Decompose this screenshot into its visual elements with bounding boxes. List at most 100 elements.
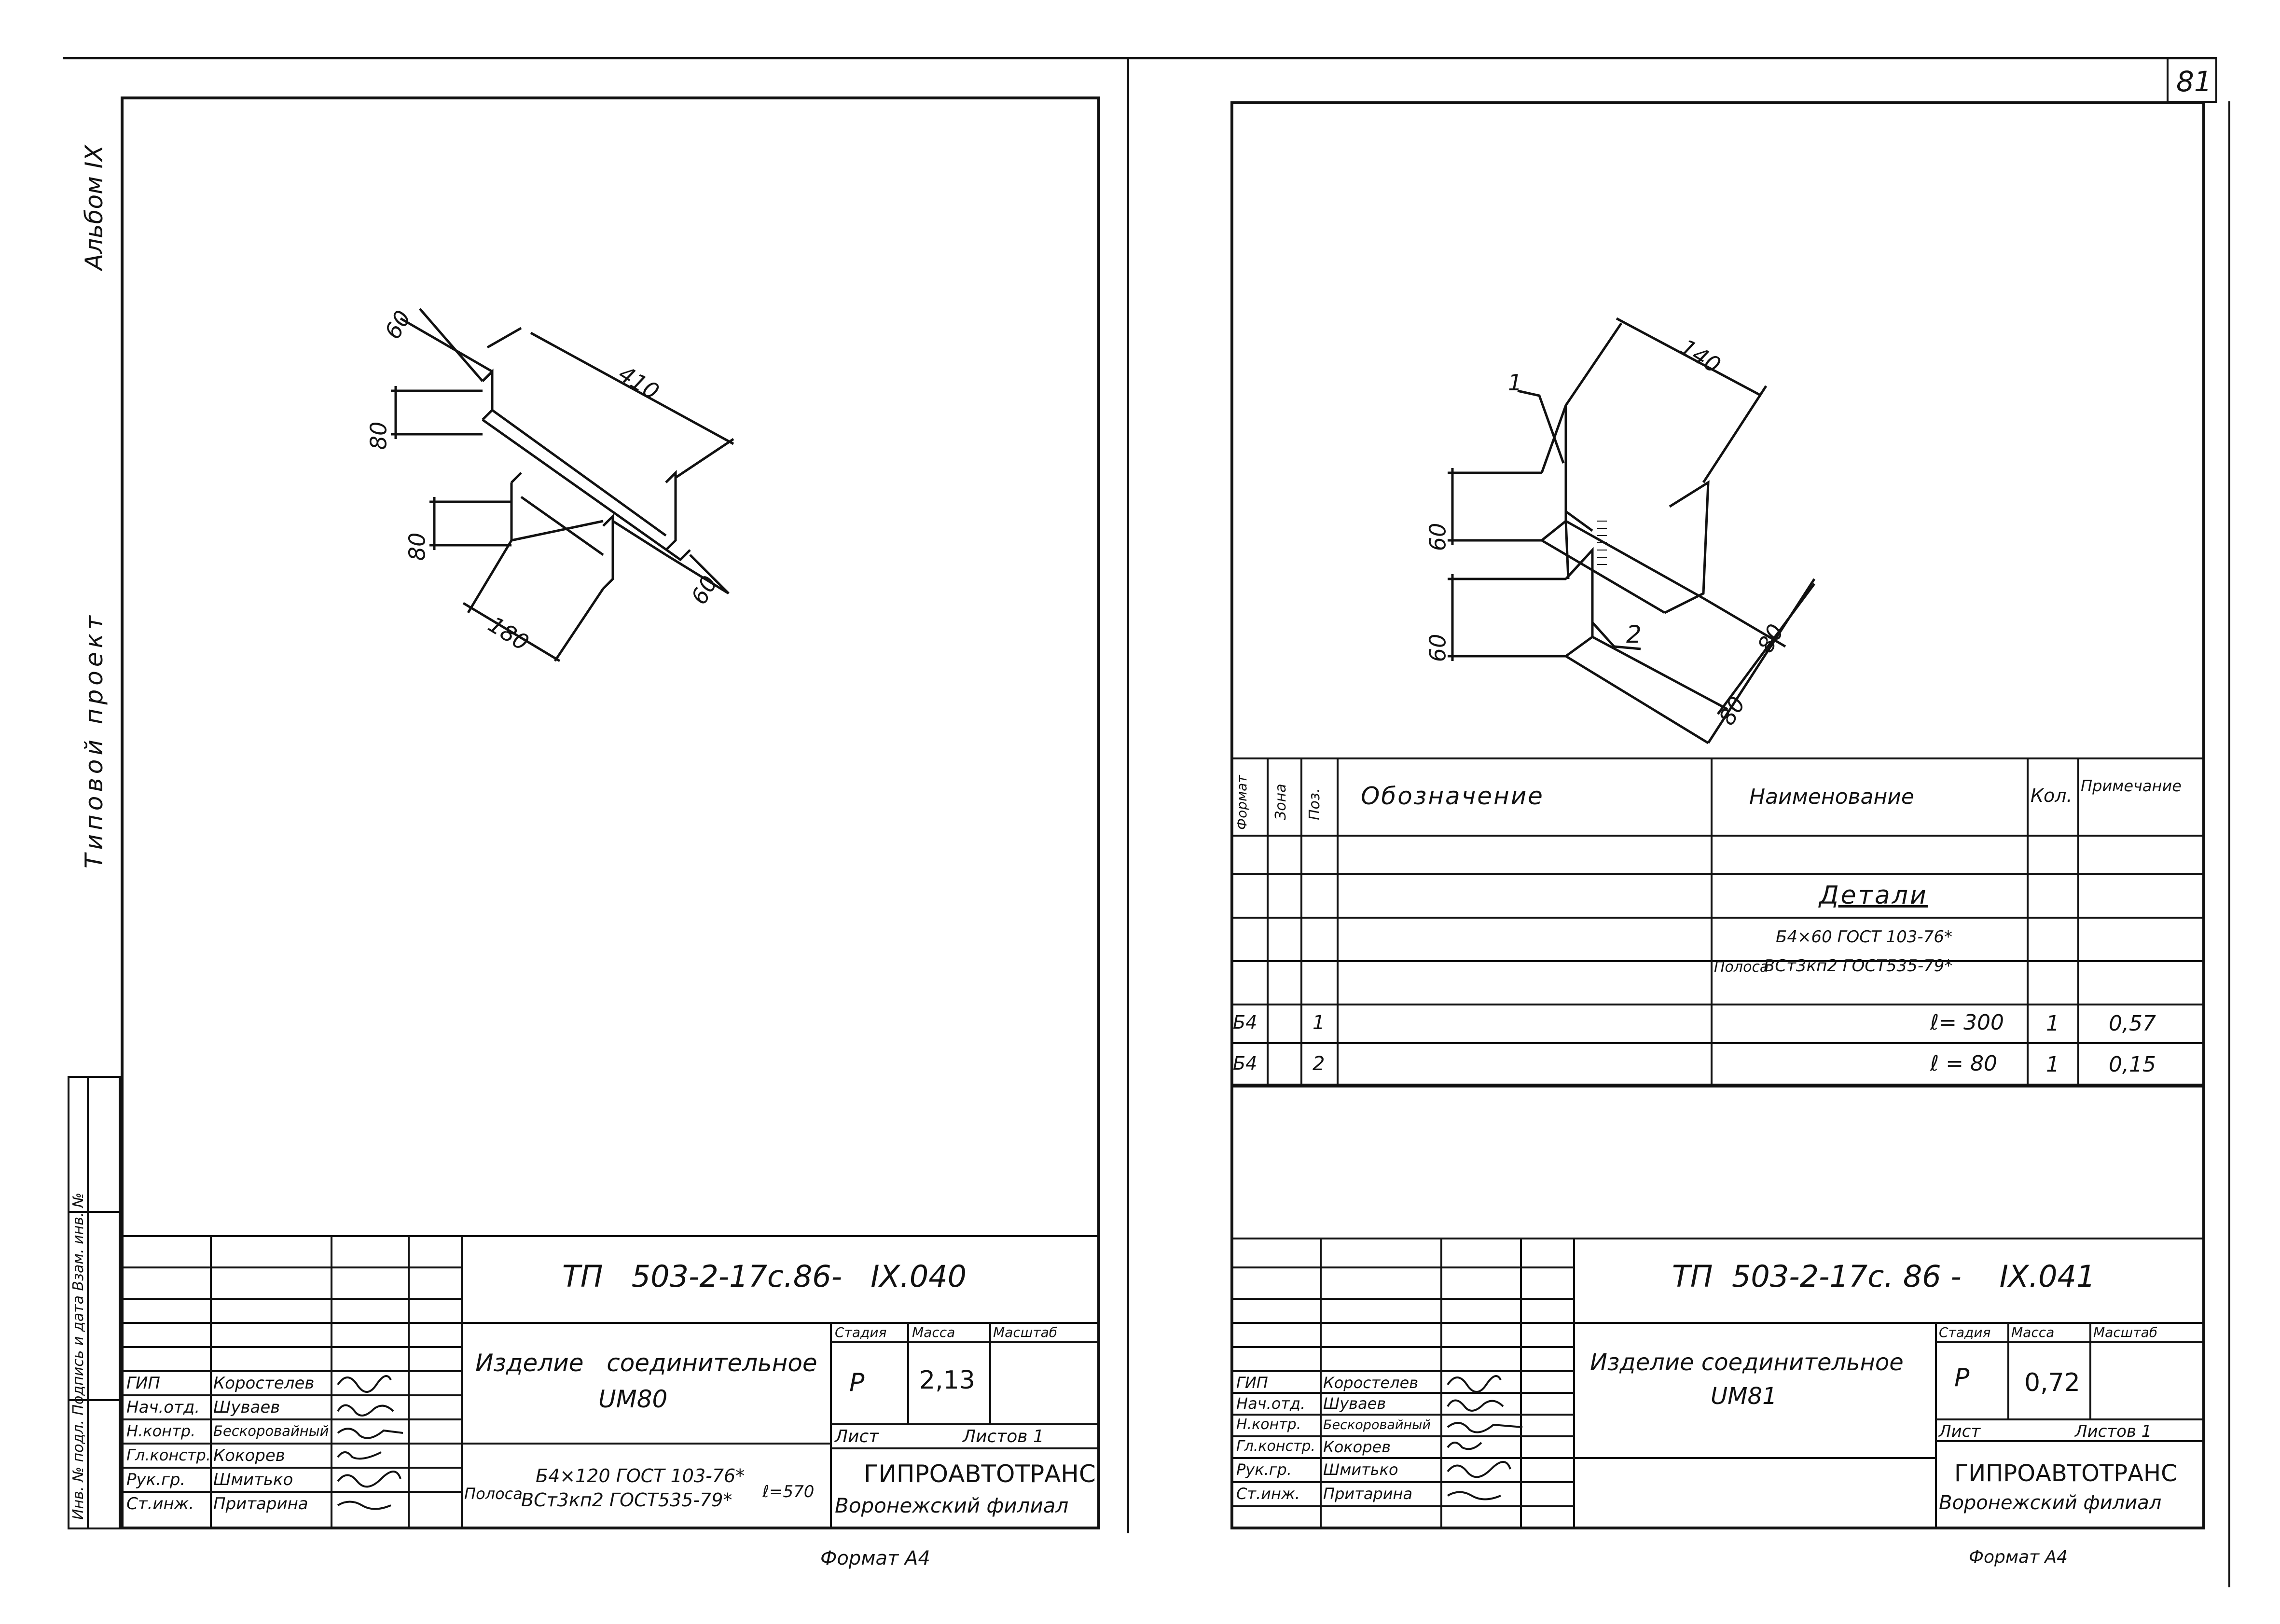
left-stage: Р [849, 1368, 865, 1397]
callout-1: 1 [1508, 370, 1522, 396]
spec-row2-pos: 2 [1313, 1053, 1325, 1075]
tb-col [2007, 1322, 2009, 1418]
tb-col [989, 1322, 991, 1423]
tb-row [121, 1394, 461, 1396]
tb-col [2089, 1322, 2091, 1418]
right-staff-role: Нач.отд. [1236, 1394, 1306, 1413]
tb-row [1230, 1322, 2205, 1324]
right-stage-label: Стадия [1939, 1324, 1991, 1340]
spec-header-designation: Обозначение [1361, 782, 1544, 810]
left-title-block [121, 1235, 1100, 1529]
tb-row [1230, 1346, 1573, 1348]
right-format: Формат А4 [1969, 1547, 2068, 1567]
left-sheet-label: Лист [835, 1427, 879, 1446]
tb-row [1935, 1418, 2205, 1420]
left-branch: Воронежский филиал [835, 1494, 1069, 1517]
left-staff-role: Гл.констр. [126, 1446, 211, 1464]
right-org: ГИПРОАВТОТРАНС [1954, 1460, 2177, 1487]
tb-col [210, 1235, 212, 1529]
right-staff-role: Ст.инж. [1236, 1485, 1300, 1503]
spec-material-prefix: Полоса [1714, 959, 1769, 976]
tb-row [1573, 1457, 1935, 1459]
left-staff-role: Рук.гр. [126, 1470, 186, 1489]
right-sheets-label: Листов 1 [2075, 1422, 2152, 1441]
tb-row [1230, 1370, 1573, 1372]
spine-stamp-box [68, 1076, 121, 1529]
tb-row [121, 1418, 461, 1420]
right-staff-name: Шмитько [1323, 1460, 1398, 1479]
spec-row1-note: 0,57 [2109, 1011, 2156, 1036]
tb-col [1573, 1238, 1575, 1529]
left-sheets-label: Листов 1 [963, 1427, 1044, 1446]
left-designation: ТП 503-2-17с.86- IX.040 [562, 1259, 967, 1294]
spec-material-bottom: ВСт3кп2 ГОСТ535-79* [1764, 956, 1953, 976]
right-designation: ТП 503-2-17с. 86 - IX.041 [1672, 1259, 2096, 1294]
spec-header-bottom [1230, 835, 2205, 837]
tb-row [1230, 1414, 1573, 1416]
left-material-prefix: Полоса [464, 1485, 523, 1503]
spec-material-top: Б4×60 ГОСТ 103-76* [1776, 927, 1952, 947]
tb-row [121, 1298, 461, 1300]
left-staff-name: Коростелев [213, 1374, 315, 1393]
tb-row [1230, 1457, 1573, 1459]
tb-col [461, 1235, 463, 1529]
spec-col-format [1267, 757, 1269, 1086]
tb-row [461, 1322, 1100, 1324]
tb-row [121, 1346, 461, 1348]
left-staff-role: Ст.инж. [126, 1494, 194, 1514]
left-stage-label: Стадия [835, 1324, 887, 1340]
tb-row [1935, 1440, 2205, 1442]
tb-row [1935, 1341, 2205, 1343]
left-staff-role: Н.контр. [126, 1422, 196, 1440]
left-title-line1: Изделие соединительное [475, 1349, 817, 1377]
spine-stamp-row [68, 1399, 121, 1401]
tb-col [1520, 1238, 1522, 1529]
right-staff-role: Рук.гр. [1236, 1460, 1292, 1479]
tb-row [461, 1443, 830, 1445]
tb-col [830, 1322, 832, 1529]
spec-col-pos [1337, 757, 1339, 1086]
spec-row1-format: Б4 [1233, 1012, 1257, 1033]
spec-row2-note: 0,15 [2109, 1052, 2156, 1077]
tb-row [1230, 1435, 1573, 1437]
center-fold-line [1127, 57, 1129, 1533]
left-mass: 2,13 [919, 1366, 975, 1395]
spec-row2-name: ℓ = 80 [1930, 1051, 1998, 1076]
tb-row [830, 1423, 1100, 1425]
tb-row [1230, 1298, 1573, 1300]
right-title-line2: UM81 [1711, 1383, 1777, 1410]
right-scale-label: Масштаб [2093, 1324, 2158, 1340]
left-staff-name: Притарина [213, 1494, 308, 1514]
tb-row [830, 1341, 1100, 1343]
left-mass-label: Масса [912, 1324, 955, 1340]
page-number: 81 [2176, 65, 2212, 98]
spec-col-name [2027, 757, 2029, 1086]
spec-table [1230, 757, 2205, 1086]
spec-row2-qty: 1 [2046, 1052, 2059, 1077]
spec-row [1230, 960, 2205, 962]
spec-row1-name: ℓ= 300 [1930, 1010, 2004, 1035]
left-staff-name: Бескоровайный [213, 1423, 329, 1439]
spec-row [1230, 1004, 2205, 1005]
right-staff-name: Притарина [1323, 1485, 1413, 1503]
tb-col [408, 1235, 410, 1529]
tb-row [1230, 1392, 1573, 1394]
spec-header-qty: Кол. [2031, 785, 2073, 806]
spec-row1-qty: 1 [2046, 1011, 2059, 1036]
spec-row2-format: Б4 [1233, 1053, 1257, 1074]
right-staff-role: ГИП [1236, 1374, 1268, 1392]
tb-row [830, 1447, 1100, 1449]
right-staff-name: Коростелев [1323, 1374, 1419, 1392]
spec-row [1230, 873, 2205, 875]
right-branch: Воронежский филиал [1939, 1492, 2162, 1514]
right-staff-name: Кокорев [1323, 1438, 1391, 1456]
right-mass-label: Масса [2011, 1324, 2055, 1340]
spec-section-title: Детали [1819, 881, 1928, 910]
tb-row [121, 1266, 461, 1268]
left-title-line2: UM80 [598, 1385, 668, 1413]
spec-header-note: Примечание [2081, 777, 2182, 795]
